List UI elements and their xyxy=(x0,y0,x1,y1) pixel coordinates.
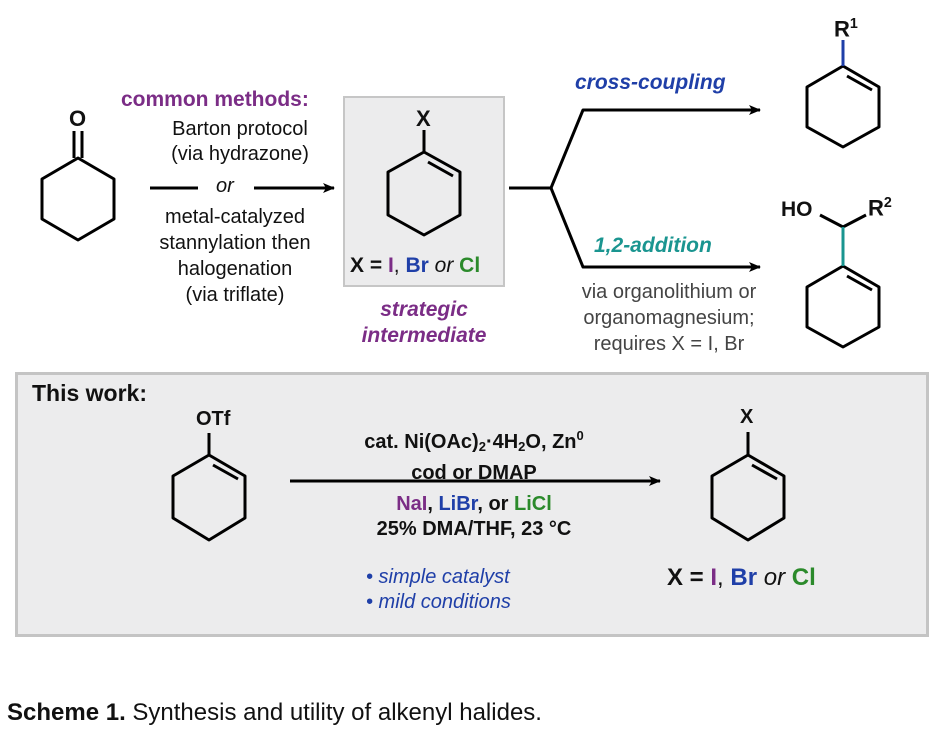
this-work-box xyxy=(15,372,929,637)
r1-superscript: 1 xyxy=(849,16,858,32)
method-stannylation-2: stannylation then xyxy=(159,232,311,254)
cross-coupling-product-structure xyxy=(805,64,881,149)
r2-letter: R xyxy=(868,195,884,221)
method-stannylation-3: halogenation xyxy=(177,258,293,280)
methods-text-bottom: metal-catalyzed stannylation then haloge… xyxy=(125,204,345,308)
methods-heading: common methods: xyxy=(121,88,309,111)
addition-note-1: via organolithium or xyxy=(581,281,757,303)
conditions-below-arrow: NaI, LiBr, or LiCl 25% DMA/THF, 23 °C xyxy=(290,492,658,542)
bullet-mild-conditions: • mild conditions xyxy=(366,591,511,613)
catalyst-sub-1: 2 xyxy=(478,439,486,455)
ho-label: HO xyxy=(781,198,813,221)
caption-label: Scheme 1. xyxy=(7,699,126,726)
addition-note-3: requires X = I, Br xyxy=(593,333,745,355)
or-text: or xyxy=(428,254,460,277)
figure-caption: Scheme 1. Synthesis and utility of alken… xyxy=(7,699,542,727)
catalyst-sub-2: 2 xyxy=(518,439,526,455)
r2-label: R2 xyxy=(868,195,892,222)
strategic-intermediate-box xyxy=(343,96,505,287)
halide-br: Br xyxy=(405,254,429,277)
this-work-product-structure xyxy=(710,432,786,542)
strategic-intermediate-caption: strategic intermediate xyxy=(343,297,505,349)
reagent-licl: LiCl xyxy=(514,493,552,515)
addition-label: 1,2-addition xyxy=(594,234,712,257)
caption-line-1: strategic xyxy=(380,298,468,321)
comma: , xyxy=(717,564,731,591)
method-barton: Barton protocol xyxy=(172,118,308,140)
catalyst-text-c: O, Zn xyxy=(525,430,577,453)
catalyst-text-b: ·4H xyxy=(485,430,519,453)
halide-cl: Cl xyxy=(459,254,481,277)
methods-or: or xyxy=(216,175,234,197)
this-work-heading: This work: xyxy=(32,380,148,406)
halide-i: I xyxy=(387,254,394,277)
cross-coupling-label: cross-coupling xyxy=(575,71,726,94)
catalyst-text-a: cat. Ni(OAc) xyxy=(364,430,479,453)
halide-i: I xyxy=(710,564,718,591)
addition-note: via organolithium or organomagnesium; re… xyxy=(556,279,782,357)
reagent-nai: NaI xyxy=(396,493,428,515)
reagent-libr: LiBr xyxy=(438,493,478,515)
method-stannylation-4: (via triflate) xyxy=(185,284,285,306)
cyclohexanone-structure xyxy=(40,131,116,242)
salt-line: NaI, LiBr, or LiCl xyxy=(290,492,658,517)
intermediate-halide-legend: X = I, Br or Cl xyxy=(350,254,480,278)
comma: , xyxy=(393,254,406,277)
sep-2: , or xyxy=(477,493,515,515)
r1-label: R1 xyxy=(834,16,858,43)
r2-superscript: 2 xyxy=(883,195,892,211)
catalyst-line: cat. Ni(OAc)2·4H2O, Zn0 xyxy=(290,423,658,460)
ligand-line: cod or DMAP xyxy=(411,462,537,485)
or-text: or xyxy=(757,564,792,591)
otf-label: OTf xyxy=(196,408,231,430)
product-x-label: X xyxy=(740,406,754,428)
intermediate-x-label: X xyxy=(416,106,431,131)
halide-br: Br xyxy=(730,564,758,591)
caption-text: Synthesis and utility of alkenyl halides… xyxy=(125,699,542,726)
feature-bullets: • simple catalyst • mild conditions xyxy=(366,565,511,615)
methods-text-top: Barton protocol (via hydrazone) xyxy=(130,117,350,167)
vinyl-halide-structure xyxy=(386,130,462,237)
branching-arrows xyxy=(509,105,761,272)
addition-note-2: organomagnesium; xyxy=(583,307,755,329)
bullet-simple-catalyst: • simple catalyst xyxy=(366,566,510,588)
sep-1: , xyxy=(427,493,439,515)
catalyst-sup: 0 xyxy=(576,428,584,443)
product-halide-legend: X = I, Br or Cl xyxy=(667,564,816,592)
method-stannylation-1: metal-catalyzed xyxy=(164,206,306,228)
solvent-temp-line: 25% DMA/THF, 23 °C xyxy=(376,518,572,540)
x-prefix: X = xyxy=(350,254,388,277)
halide-cl: Cl xyxy=(791,564,816,591)
x-prefix: X = xyxy=(667,564,711,591)
caption-line-2: intermediate xyxy=(361,324,487,347)
method-barton-note: (via hydrazone) xyxy=(171,143,309,165)
vinyl-triflate-structure xyxy=(171,433,247,542)
carbonyl-oxygen-label: O xyxy=(69,106,87,131)
r1-letter: R xyxy=(834,16,850,42)
conditions-above-arrow: cat. Ni(OAc)2·4H2O, Zn0 cod or DMAP xyxy=(290,423,658,486)
